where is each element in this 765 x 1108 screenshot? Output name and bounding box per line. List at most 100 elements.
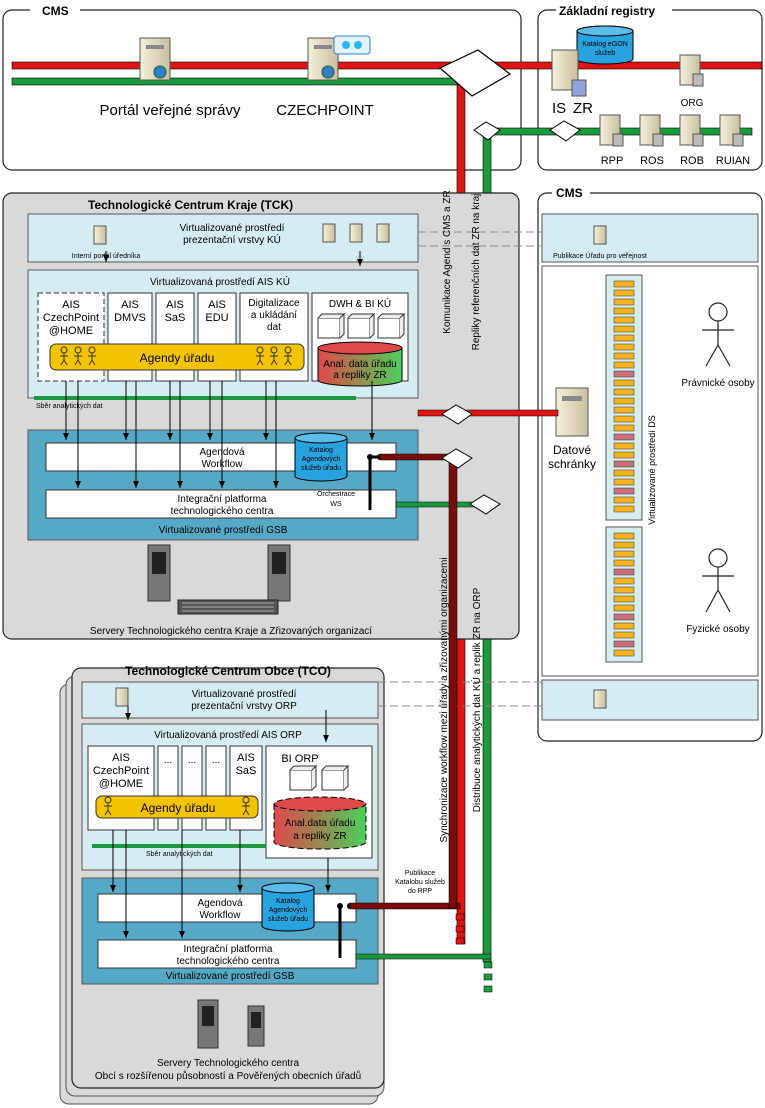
ds-mailbox-slots bbox=[613, 280, 635, 657]
registry-ruian-label: RUIAN bbox=[716, 155, 750, 167]
ds-mailbox-slot bbox=[613, 406, 635, 414]
tco-arrows bbox=[110, 706, 331, 938]
tck-gsb-label: Virtualizované prostředí GSB bbox=[159, 525, 288, 536]
tck-integ-box bbox=[45, 489, 397, 519]
tck-digit-l2: a ukládání bbox=[251, 310, 297, 321]
tck-pres-l2: prezentační vrstvy KÚ bbox=[183, 233, 281, 246]
tco-presentation-layer bbox=[81, 681, 379, 719]
tco-agendy-bar bbox=[95, 795, 259, 819]
tco-stickmen bbox=[104, 796, 250, 816]
tck-servers-label: Servery Technologického centra Kraje a Z… bbox=[90, 626, 372, 637]
ds-mailbox-slot bbox=[613, 397, 635, 405]
tck-pres-l1: Virtualizované prostředí bbox=[180, 223, 285, 234]
ds-mailbox-slot bbox=[613, 613, 635, 621]
tck-orch-l1: Orchestrace bbox=[317, 491, 355, 498]
ds-mailbox-slot bbox=[613, 541, 635, 549]
tck-stickmen bbox=[60, 346, 292, 366]
czechpoint-server-icon bbox=[307, 35, 371, 81]
pravnicke-osoby-actor-icon bbox=[702, 302, 734, 367]
tco-anal-l2: a repliky ZR bbox=[293, 831, 346, 842]
ds-mailbox-slot bbox=[613, 577, 635, 585]
tco-ais-cp-l2: CzechPoint bbox=[93, 765, 149, 777]
tck-ais-edu-l1: AIS bbox=[208, 299, 226, 311]
fyzicke-label: Fyzické osoby bbox=[686, 624, 749, 635]
tck-ais-cp-l1: AIS bbox=[62, 299, 80, 311]
tco-ais-env-label: Virtualizovaná prostředí AIS ORP bbox=[154, 730, 302, 741]
cms-top-region: CMS bbox=[2, 4, 522, 171]
tco-sber-label: Sběr analytických dat bbox=[146, 851, 213, 858]
tco-publikace-l1: Publikace bbox=[405, 870, 435, 877]
ds-mailbox-slot bbox=[613, 649, 635, 657]
ds-mailbox-slot bbox=[613, 307, 635, 315]
ds-mailbox-slot bbox=[613, 496, 635, 504]
ds-mailbox-slot bbox=[613, 640, 635, 648]
ds-mailbox-slot bbox=[613, 451, 635, 459]
registry-label: Základní registry bbox=[559, 4, 655, 18]
tco-ais-cp-l3: @HOME bbox=[99, 778, 143, 790]
tck-server-rack-icons bbox=[147, 544, 291, 615]
tco-ais-sas-l1: AIS bbox=[237, 752, 255, 764]
zr-label: ZR bbox=[573, 100, 593, 117]
egon-catalog-label-l2: služeb bbox=[595, 50, 615, 57]
datove-l1: Datové bbox=[553, 443, 591, 457]
synchronizace-label: Synchronizace workflow mezi úřady a zřiz… bbox=[439, 557, 450, 842]
tco-ellipsis-3: ... bbox=[212, 755, 220, 766]
tck-ais-sas-l1: AIS bbox=[166, 299, 184, 311]
ds-mailbox-slot bbox=[613, 631, 635, 639]
tck-digit-l3: dat bbox=[267, 322, 281, 333]
org-server-icon bbox=[679, 54, 704, 87]
red-continuation-marks bbox=[455, 913, 465, 945]
datove-l2: schránky bbox=[548, 457, 596, 471]
tck-sber-label: Sběr analytických dat bbox=[36, 403, 103, 410]
egon-catalog-label-l1: Katalog eGON bbox=[582, 41, 628, 48]
tck-dwh-label: DWH & BI KÚ bbox=[329, 297, 391, 310]
tck-ais-env-label: Virtualizovaná prostředí AIS KÚ bbox=[150, 275, 290, 288]
publikace-box bbox=[541, 213, 759, 263]
ds-mailbox-slot bbox=[613, 622, 635, 630]
tco-publikace-box bbox=[541, 679, 759, 721]
tck-orch-l2: WS bbox=[330, 501, 342, 508]
tco-ais-sas-l2: SaS bbox=[236, 765, 257, 777]
tco-ellipsis-1: ... bbox=[164, 755, 172, 766]
tco-ais-cp-l1: AIS bbox=[112, 752, 130, 764]
ds-mailbox-slot bbox=[613, 433, 635, 441]
tck-ais-cp-l2: CzechPoint bbox=[43, 312, 99, 324]
ds-mailbox-slot bbox=[613, 424, 635, 432]
tck-title: Technologické Centrum Kraje (TCK) bbox=[88, 198, 293, 212]
tco-servers-l1: Servery Technologického centra bbox=[157, 1058, 300, 1069]
tco-servers-l2: Obcí s rozšířenou působností a Pověřenýc… bbox=[95, 1070, 361, 1082]
tco-publikace-l2: Katalobu služeb bbox=[395, 879, 445, 886]
ds-mailbox-slot bbox=[613, 316, 635, 324]
ds-mailbox-slot bbox=[613, 442, 635, 450]
tck-anal-l1: Anal. data úřadu bbox=[323, 359, 396, 370]
ds-mailbox-slot bbox=[613, 370, 635, 378]
virt-ds-label: Virtualizované prostředí DS bbox=[647, 415, 657, 524]
tck-sber-line bbox=[34, 396, 356, 400]
tck-anal-db-icon bbox=[317, 341, 403, 387]
tco-integ-l1: Integrační platforma bbox=[184, 944, 273, 955]
tck-katalog-l1: Katalog bbox=[309, 447, 333, 454]
tck-dwh-cubes bbox=[317, 312, 406, 339]
tck-ais-dmvs-l2: DMVS bbox=[114, 312, 146, 324]
ds-mailbox-slot bbox=[613, 550, 635, 558]
cms-right-label: CMS bbox=[556, 186, 583, 200]
tck-pres-server-icons bbox=[93, 223, 390, 245]
registry-ros-label: ROS bbox=[640, 155, 664, 167]
tck-integ-l1: Integrační platforma bbox=[178, 494, 267, 505]
tck-digit-l1: Digitalizace bbox=[248, 298, 300, 309]
ds-mailbox-slot bbox=[613, 298, 635, 306]
ruian-server-icon bbox=[719, 114, 744, 147]
cms-top-label: CMS bbox=[42, 4, 69, 18]
tck-arrows bbox=[63, 251, 375, 488]
ds-mailbox-slot bbox=[613, 595, 635, 603]
connection-lines bbox=[349, 231, 559, 960]
main-switch-icon bbox=[438, 49, 512, 97]
ds-mailbox-slot bbox=[613, 334, 635, 342]
pravnicke-label: Právnické osoby bbox=[681, 378, 754, 389]
ds-mailbox-slot bbox=[613, 604, 635, 612]
datove-schranky-server-icon bbox=[555, 387, 589, 437]
rpp-server-icon bbox=[599, 114, 624, 147]
registry-rob-label: ROB bbox=[680, 155, 704, 167]
czechpoint-label: CZECHPOINT bbox=[276, 102, 374, 119]
